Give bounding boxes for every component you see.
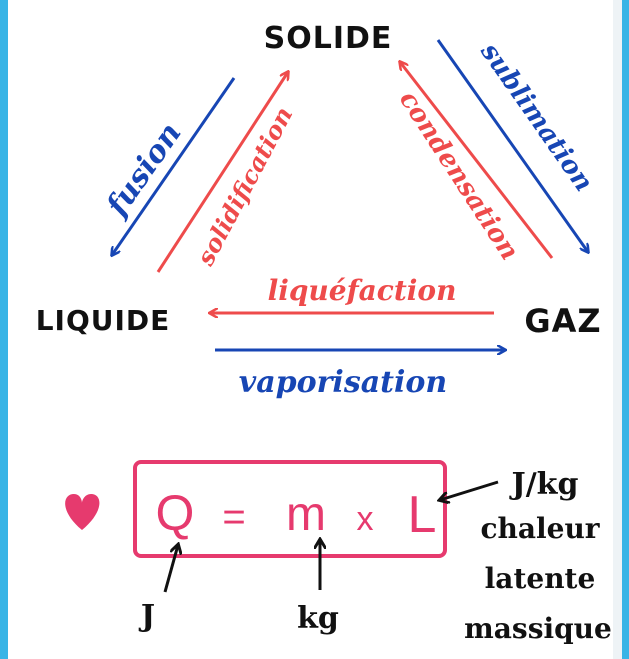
formula-box <box>133 460 447 558</box>
condensation-arrow <box>400 62 554 259</box>
unit-l: J/kg <box>509 467 579 502</box>
formula-m: m <box>286 488 326 541</box>
solidification-arrow <box>156 72 288 273</box>
fusion-arrow <box>112 77 236 255</box>
note-line-1: chaleur <box>480 512 600 545</box>
l-unit-arrow <box>440 480 499 500</box>
left-frame-edge <box>0 0 8 659</box>
unit-m: kg <box>297 601 339 636</box>
note-line-2: latente <box>485 562 596 595</box>
sublimation-arrow <box>436 39 588 252</box>
state-liquid: LIQUIDE <box>36 304 171 337</box>
formula-q: Q <box>156 485 195 541</box>
formula-times: x <box>357 500 374 538</box>
right-paper-edge <box>613 0 622 659</box>
unit-q: J <box>138 599 155 634</box>
note-line-3: massique <box>464 612 612 645</box>
q-unit-arrow <box>163 545 178 593</box>
state-gas: GAZ <box>524 302 601 340</box>
state-solid: SOLIDE <box>264 21 393 56</box>
right-frame-edge <box>622 0 629 659</box>
formula-l: L <box>408 486 437 544</box>
heart-icon <box>65 494 100 530</box>
label-condensation: condensation <box>393 86 525 266</box>
label-vaporisation: vaporisation <box>239 365 447 400</box>
label-liquefaction: liquéfaction <box>268 274 457 307</box>
label-solidification: solidification <box>190 102 298 271</box>
formula-equals: = <box>222 495 245 539</box>
